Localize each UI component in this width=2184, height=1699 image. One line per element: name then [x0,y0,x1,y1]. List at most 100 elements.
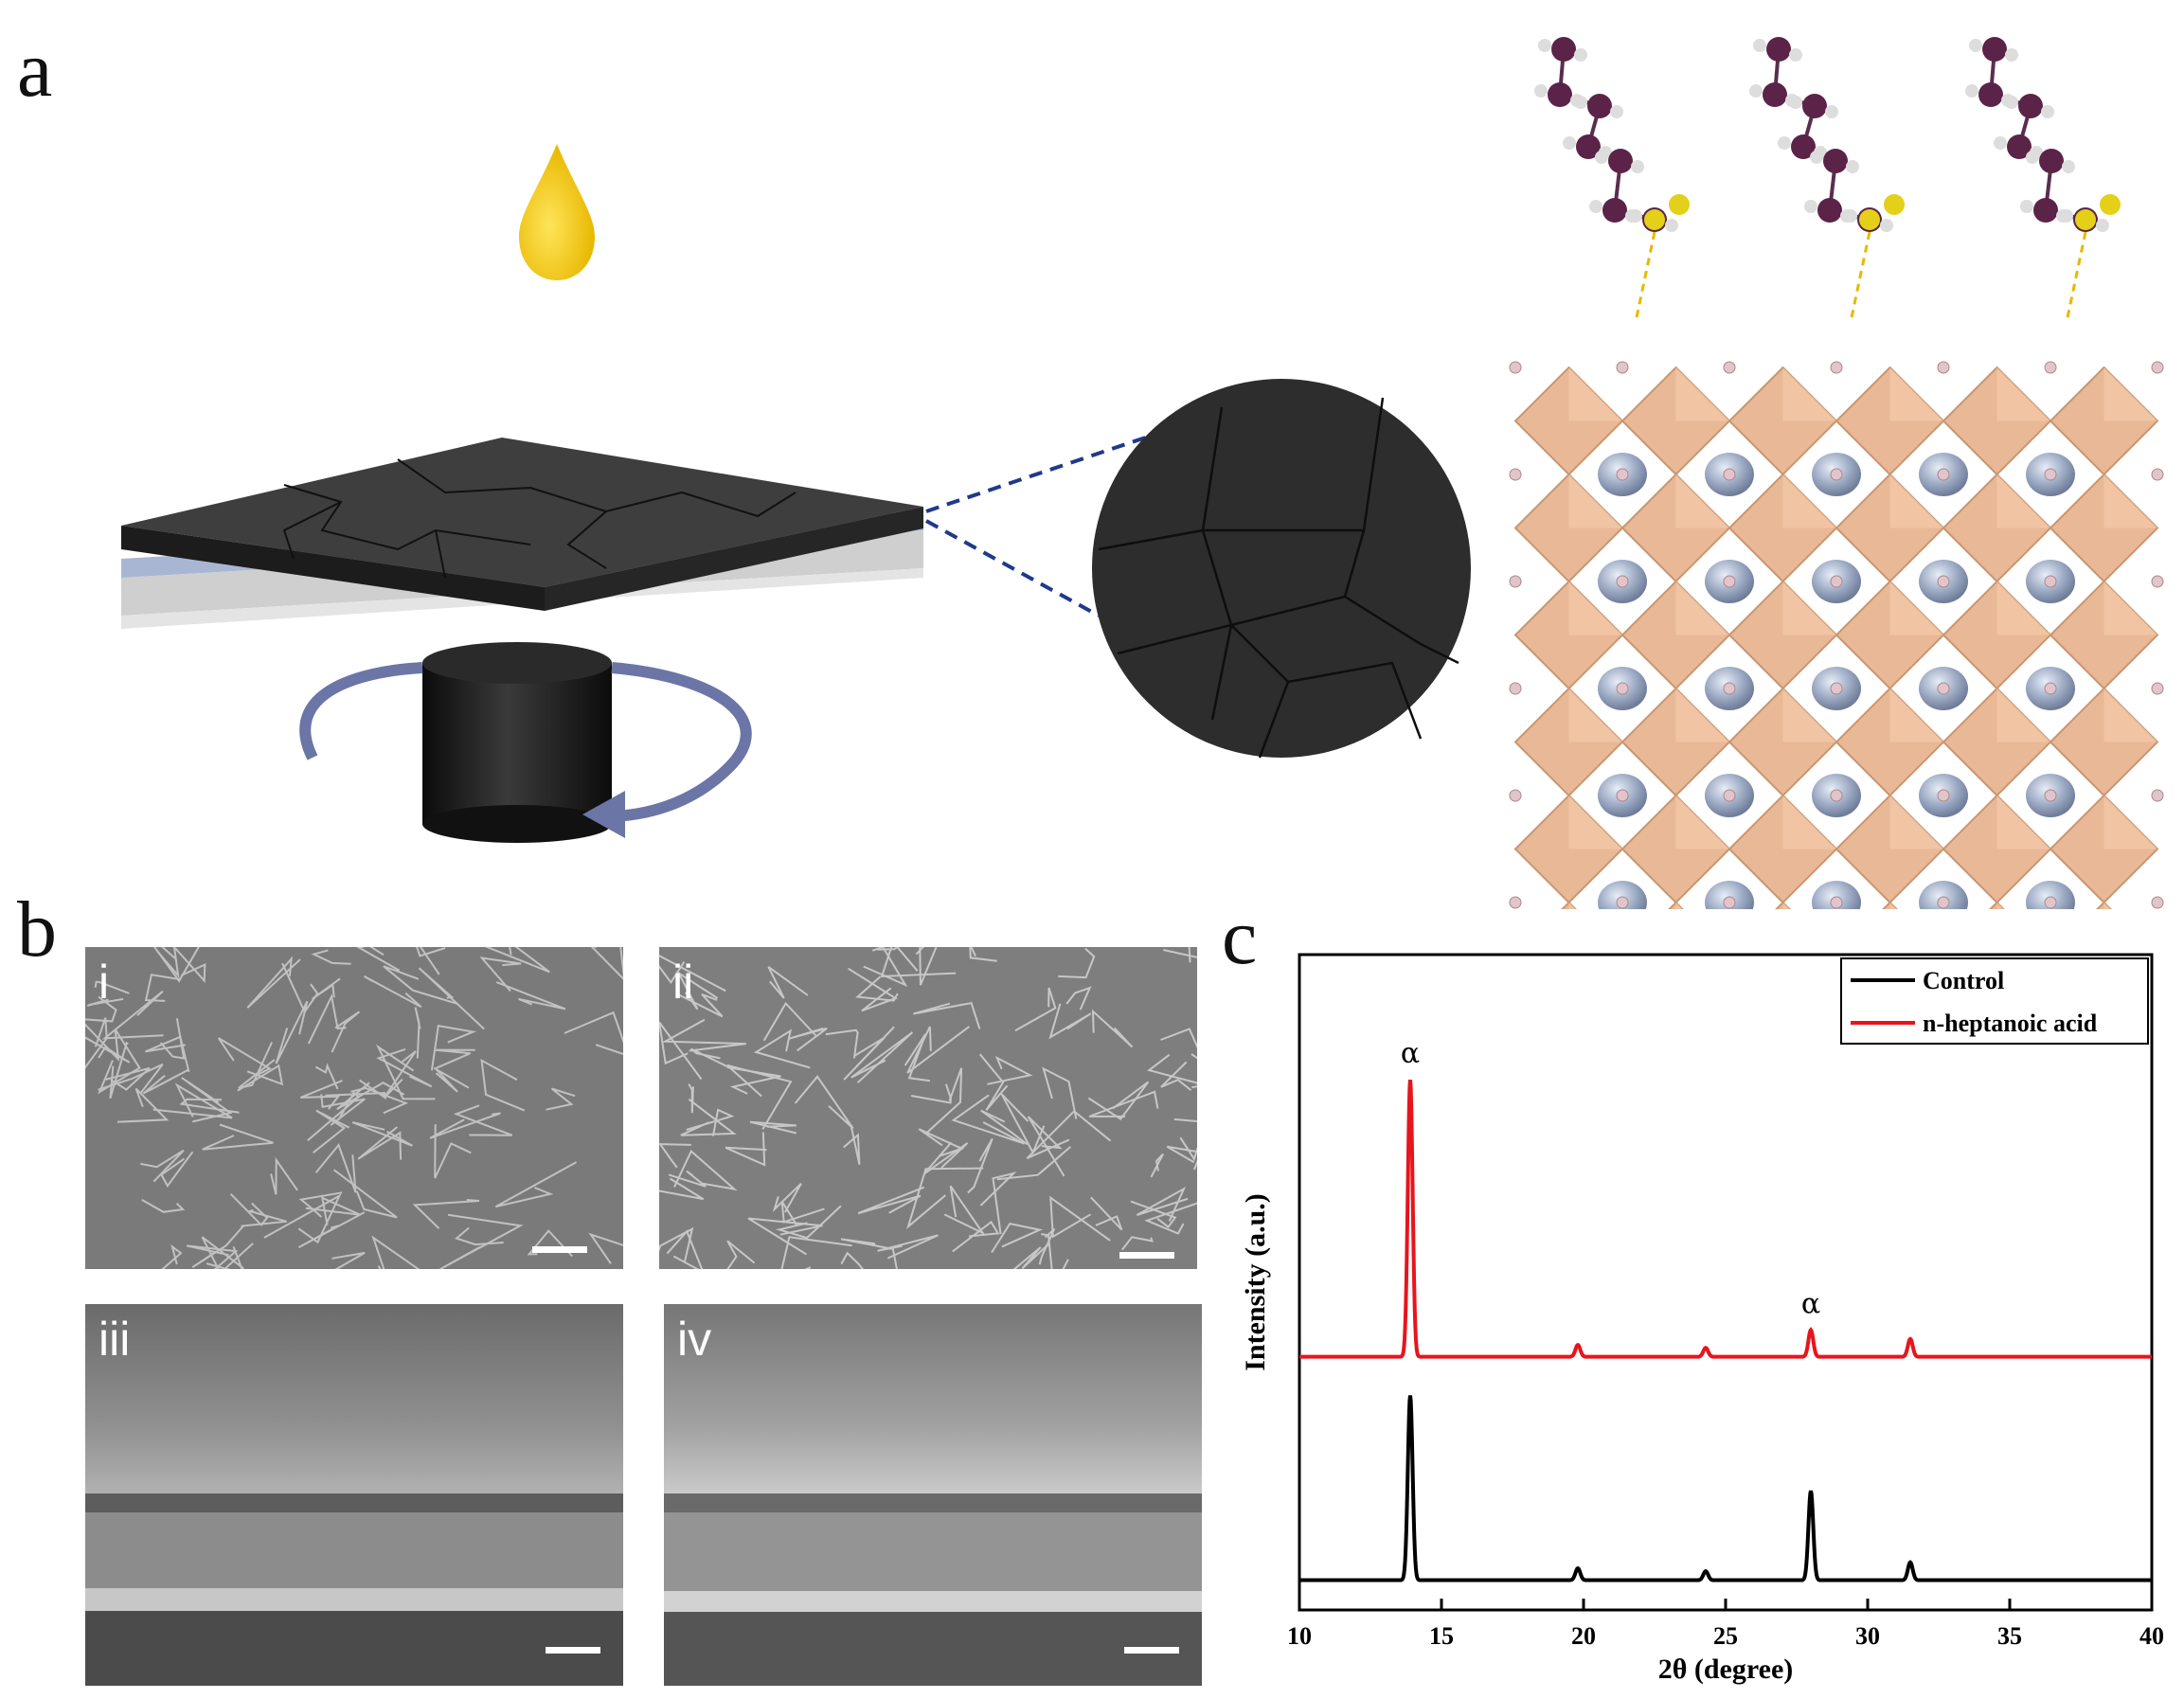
carbon-atom [1608,149,1633,173]
carbon-atom [1576,134,1601,159]
halide-atom [1723,575,1736,588]
carbon-atom [1766,37,1791,62]
halide-atom [2151,575,2164,588]
halide-atom [2044,575,2057,588]
droplet-icon [519,144,595,280]
carbon-atom [1548,82,1572,107]
carbon-atom [2033,198,2058,223]
halide-atom [2044,468,2057,481]
carbon-atom [1802,94,1827,118]
halide-atom [2151,789,2164,802]
carbon-atom [2007,134,2032,159]
halide-atom [1830,468,1843,481]
carbon-atom [1602,198,1627,223]
x-tick-label: 15 [1429,1622,1454,1650]
carbon-atom [2039,149,2064,173]
halide-atom [2151,361,2164,374]
halide-atom [2151,682,2164,695]
series-line-1 [1299,1079,2152,1359]
halide-atom [1616,682,1629,695]
sem-label-iii: iii [98,1313,131,1366]
sem-image-i: i [85,947,623,1269]
legend-entry-0: Control [1923,967,2004,994]
halide-atom [2151,468,2164,481]
x-tick-label: 10 [1287,1622,1312,1650]
halide-atom [1616,575,1629,588]
cation-sphere [1705,881,1754,909]
halide-atom [1937,468,1950,481]
halide-atom [1509,682,1522,695]
panel-label-c: c [1222,893,1258,981]
halide-atom [1830,789,1843,802]
sem-image-iii: iii [85,1304,623,1686]
peak-annotation-1: α [1801,1287,1820,1320]
halide-atom [1723,361,1736,374]
sem-label-i: i [98,956,110,1009]
halide-atom [1616,789,1629,802]
oxygen-atom [1644,209,1665,230]
x-tick-label: 25 [1713,1622,1738,1650]
panel-a-illustration [121,37,2164,909]
carbon-atom [1817,198,1842,223]
plot-frame [1298,953,2154,1612]
halide-atom [1937,361,1950,374]
halide-atom [1723,789,1736,802]
halide-atom [2044,361,2057,374]
oxygen-atom [1859,209,1880,230]
cation-sphere [1598,881,1647,909]
panel-label-b: b [17,885,57,974]
legend-entry-1: n-heptanoic acid [1923,1010,2098,1037]
halide-atom [1830,575,1843,588]
series-line-0 [1299,1395,2152,1583]
carbon-atom [1823,149,1848,173]
x-tick-label: 20 [1571,1622,1596,1650]
halide-atom [1723,468,1736,481]
x-tick-label: 40 [2139,1622,2164,1650]
perovskite-lattice [1509,37,2164,909]
halide-atom [2151,896,2164,909]
sem-image-ii: ii [659,947,1197,1269]
halide-atom [1509,361,1522,374]
legend: Control n-heptanoic acid [1840,957,2149,1045]
halide-atom [2044,789,2057,802]
halide-atom [1616,361,1629,374]
carbon-atom [1587,94,1612,118]
halide-atom [1509,575,1522,588]
sem-image-iv: iv [664,1304,1202,1686]
cation-sphere [2026,881,2075,909]
carbon-atom [1978,82,2003,107]
sem-label-iv: iv [677,1313,712,1366]
peak-annotation-0: α [1401,1037,1420,1070]
halide-atom [2044,896,2057,909]
perovskite-film-top [121,438,923,587]
carbon-atom [1982,37,2007,62]
cation-sphere [1919,881,1968,909]
halide-atom [1509,896,1522,909]
halide-atom [1937,575,1950,588]
carbon-atom [2018,94,2043,118]
halide-atom [1509,789,1522,802]
grain-zoom-circle [1092,379,1471,759]
halide-atom [1937,682,1950,695]
halide-atom [1830,896,1843,909]
carbon-atom [1551,37,1576,62]
panel-label-a: a [17,26,53,114]
halide-atom [2044,682,2057,695]
halide-atom [1937,789,1950,802]
halide-atom [1830,361,1843,374]
x-tick-label: 35 [1997,1622,2022,1650]
spin-coater-chuck [422,642,612,843]
cation-sphere [1812,881,1861,909]
x-tick-label: 30 [1855,1622,1880,1650]
y-axis-label: Intensity (a.u.) [1240,1193,1271,1371]
halide-atom [1723,682,1736,695]
oxygen-atom [2075,209,2096,230]
halide-atom [1509,468,1522,481]
carbon-atom [1791,134,1816,159]
sem-label-ii: ii [672,956,694,1009]
carbon-atom [1763,82,1787,107]
x-axis-label: 2θ (degree) [1658,1654,1794,1685]
halide-atom [1616,896,1629,909]
